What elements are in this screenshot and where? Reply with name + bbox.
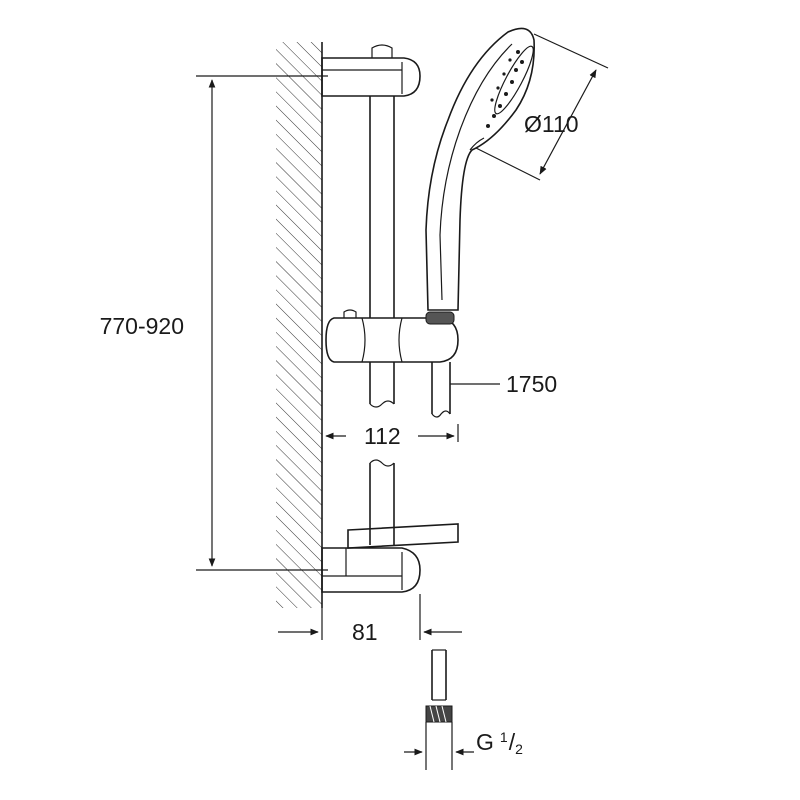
label-hose-length: 1750 bbox=[506, 371, 557, 397]
bottom-bracket bbox=[321, 523, 459, 593]
rail-upper bbox=[369, 96, 395, 318]
wall bbox=[276, 42, 323, 608]
hose-connector bbox=[404, 649, 474, 770]
handshower bbox=[425, 27, 535, 311]
rail-middle bbox=[369, 362, 395, 408]
dimension-slider-projection bbox=[325, 424, 459, 442]
slider bbox=[325, 309, 459, 363]
rail-lower bbox=[369, 459, 395, 545]
dimension-rail-height bbox=[196, 75, 328, 571]
label-rail-height: 770-920 bbox=[100, 313, 184, 339]
hose-segment bbox=[431, 362, 451, 418]
label-bracket-projection: 81 bbox=[352, 619, 378, 645]
dimension-bracket-projection bbox=[278, 594, 462, 640]
dimension-handshower-diameter bbox=[475, 33, 609, 181]
label-handshower-diameter: Ø110 bbox=[524, 111, 579, 137]
top-bracket bbox=[321, 44, 421, 97]
label-slider-projection: 112 bbox=[364, 423, 401, 449]
